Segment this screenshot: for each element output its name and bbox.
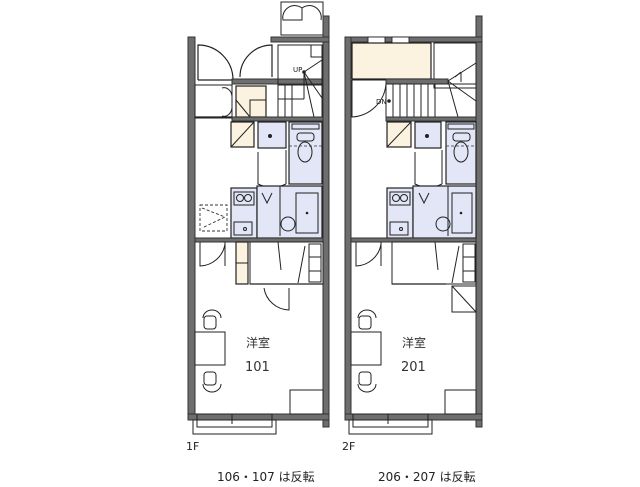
- door-swing-icon: [355, 242, 382, 267]
- reverse-note-1f: 106・107 は反転: [217, 470, 315, 484]
- floor-label-2f: 2F: [342, 440, 356, 453]
- wall-left-1f: [187, 36, 196, 421]
- stair-label: UP: [293, 66, 302, 74]
- bathroom: [412, 185, 477, 239]
- stair-label: DN: [376, 98, 387, 106]
- room-type-label: 洋室: [402, 335, 426, 350]
- bathroom: [256, 185, 323, 239]
- toilet-room: [288, 121, 323, 185]
- storage: [235, 85, 267, 118]
- room-number: 201: [401, 360, 426, 375]
- sink-icon: [435, 216, 451, 232]
- floor-label-1f: 1F: [186, 440, 200, 453]
- toilet-icon: [297, 141, 313, 163]
- door-swing-icon: [282, 5, 303, 21]
- wall-left-2f: [344, 36, 352, 421]
- wall-top-2f: [344, 36, 483, 43]
- wall-right-1f: [322, 15, 330, 428]
- wall-top-1f: [270, 36, 330, 43]
- door-swing-icon: [301, 5, 322, 21]
- door-swing-icon: [239, 44, 273, 78]
- sink-icon: [280, 216, 296, 232]
- fridge-space: [199, 204, 228, 232]
- desk: [194, 331, 226, 366]
- toilet-icon: [453, 141, 469, 163]
- toilet-room: [445, 121, 477, 185]
- wall-inner: [231, 78, 323, 85]
- wall-bottom-2f: [344, 413, 483, 421]
- floor-plan-2f: DN: [344, 15, 483, 435]
- wall-right-2f: [475, 15, 483, 428]
- room-type-label: 洋室: [246, 335, 270, 350]
- floor-plan-1f: UP: [187, 1, 330, 435]
- laundry-pan: [257, 121, 287, 149]
- wall-bottom-1f: [187, 413, 330, 421]
- storage: [351, 42, 432, 80]
- window-top: [367, 36, 386, 44]
- desk: [350, 331, 382, 366]
- door-swing-icon: [199, 242, 226, 267]
- door-swing-icon: [351, 80, 387, 118]
- window-top: [391, 36, 410, 44]
- closet: [249, 241, 324, 285]
- reverse-note-2f: 206・207 は反転: [378, 470, 476, 484]
- room-number: 101: [245, 360, 270, 375]
- door-swing-icon: [197, 44, 234, 81]
